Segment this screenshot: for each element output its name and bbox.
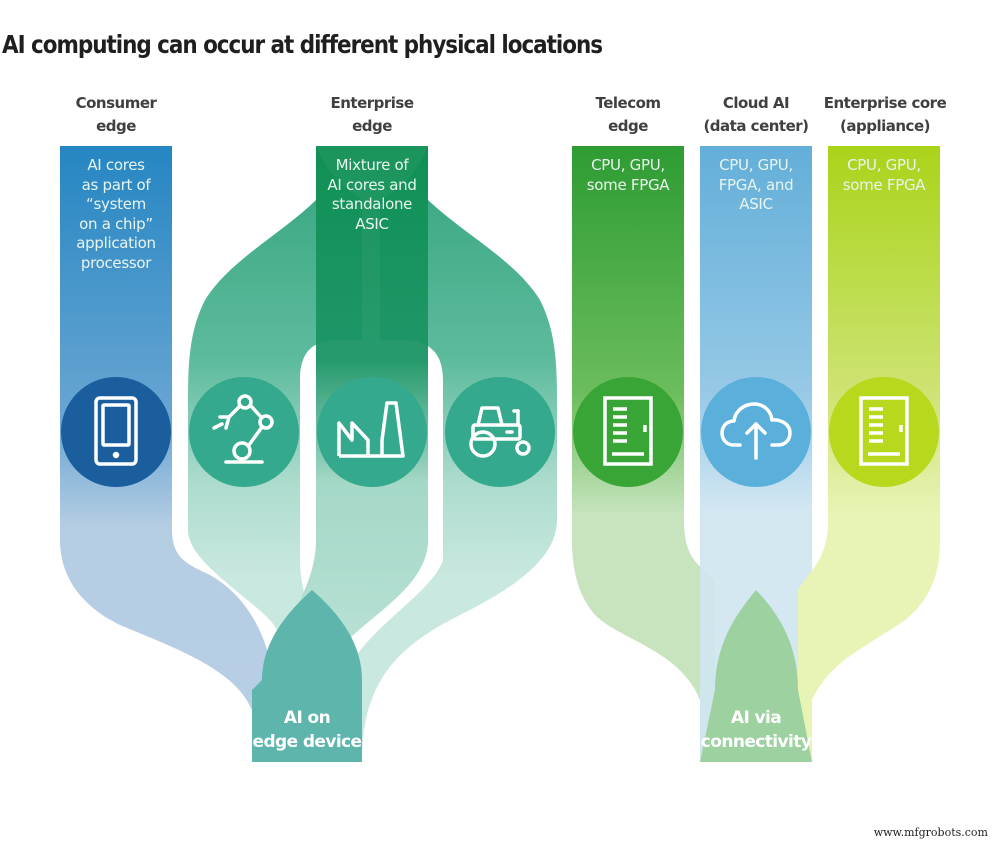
cloud-upload-icon: [720, 402, 792, 460]
outcome-edge-shape: [252, 590, 362, 762]
server-cabinet-icon: [603, 396, 653, 466]
description-line: “system: [86, 195, 146, 213]
heading-line: Consumer: [75, 94, 157, 112]
outcome-ai-on-edge-device: AI on edge device: [252, 706, 363, 754]
heading-enterprise-core: Enterprise core (appliance): [822, 92, 948, 138]
heading-line: Enterprise: [330, 94, 414, 112]
circle-tractor: [445, 377, 555, 487]
factory-icon: [337, 401, 405, 458]
smartphone-icon: [94, 396, 138, 466]
description-enterprise-core: CPU, GPU, some FPGA: [828, 156, 940, 195]
heading-enterprise-edge: Enterprise edge: [316, 92, 428, 138]
description-line: ASIC: [355, 214, 389, 233]
description-line: on a chip”: [79, 214, 153, 233]
description-line: AI cores: [87, 156, 145, 174]
description-line: some FPGA: [842, 175, 926, 194]
circle-telecom: [573, 377, 683, 487]
outcome-line: edge device: [252, 732, 363, 752]
flow-consumer-edge: [60, 146, 275, 760]
circle-consumer: [61, 377, 171, 487]
outcome-ai-via-connectivity: AI via connectivity: [700, 706, 812, 754]
description-telecom-edge: CPU, GPU, some FPGA: [572, 156, 684, 195]
circle-factory: [317, 377, 427, 487]
description-line: application: [76, 234, 156, 252]
heading-line: Cloud AI: [722, 94, 790, 112]
circle-core: [829, 377, 939, 487]
heading-consumer-edge: Consumer edge: [60, 92, 172, 138]
heading-line: Telecom: [595, 94, 661, 112]
heading-telecom-edge: Telecom edge: [572, 92, 684, 138]
heading-line: (appliance): [840, 117, 930, 135]
server-cabinet-icon: [859, 396, 909, 466]
description-line: Mixture of: [335, 156, 409, 174]
description-line: ASIC: [739, 195, 773, 213]
heading-line: edge: [96, 117, 136, 135]
description-line: CPU, GPU,: [591, 156, 665, 174]
circle-robot: [189, 377, 299, 487]
description-line: processor: [80, 253, 152, 272]
outcome-line: AI on: [283, 708, 331, 728]
description-consumer-edge: AI cores as part of “system on a chip” a…: [60, 156, 172, 273]
heading-cloud-ai: Cloud AI (data center): [700, 92, 812, 138]
description-line: as part of: [81, 175, 151, 194]
outcome-line: connectivity: [700, 732, 812, 752]
description-line: standalone: [331, 195, 413, 213]
description-cloud-ai: CPU, GPU, FPGA, and ASIC: [700, 156, 812, 215]
page-title: AI computing can occur at different phys…: [2, 30, 603, 59]
robot-arm-icon: [212, 394, 274, 464]
description-line: CPU, GPU,: [847, 156, 921, 174]
description-line: some FPGA: [586, 175, 670, 194]
outcome-line: AI via: [730, 708, 782, 728]
outcome-connectivity-shape: [700, 590, 812, 762]
description-line: FPGA, and: [718, 175, 794, 194]
heading-line: Enterprise core: [823, 94, 947, 112]
watermark: www.mfgrobots.com: [873, 826, 988, 839]
tractor-icon: [469, 406, 531, 458]
heading-line: (data center): [703, 117, 809, 135]
description-line: AI cores and: [327, 175, 417, 194]
description-line: CPU, GPU,: [719, 156, 793, 174]
description-enterprise-edge: Mixture of AI cores and standalone ASIC: [316, 156, 428, 234]
heading-line: edge: [608, 117, 648, 135]
heading-line: edge: [352, 117, 392, 135]
